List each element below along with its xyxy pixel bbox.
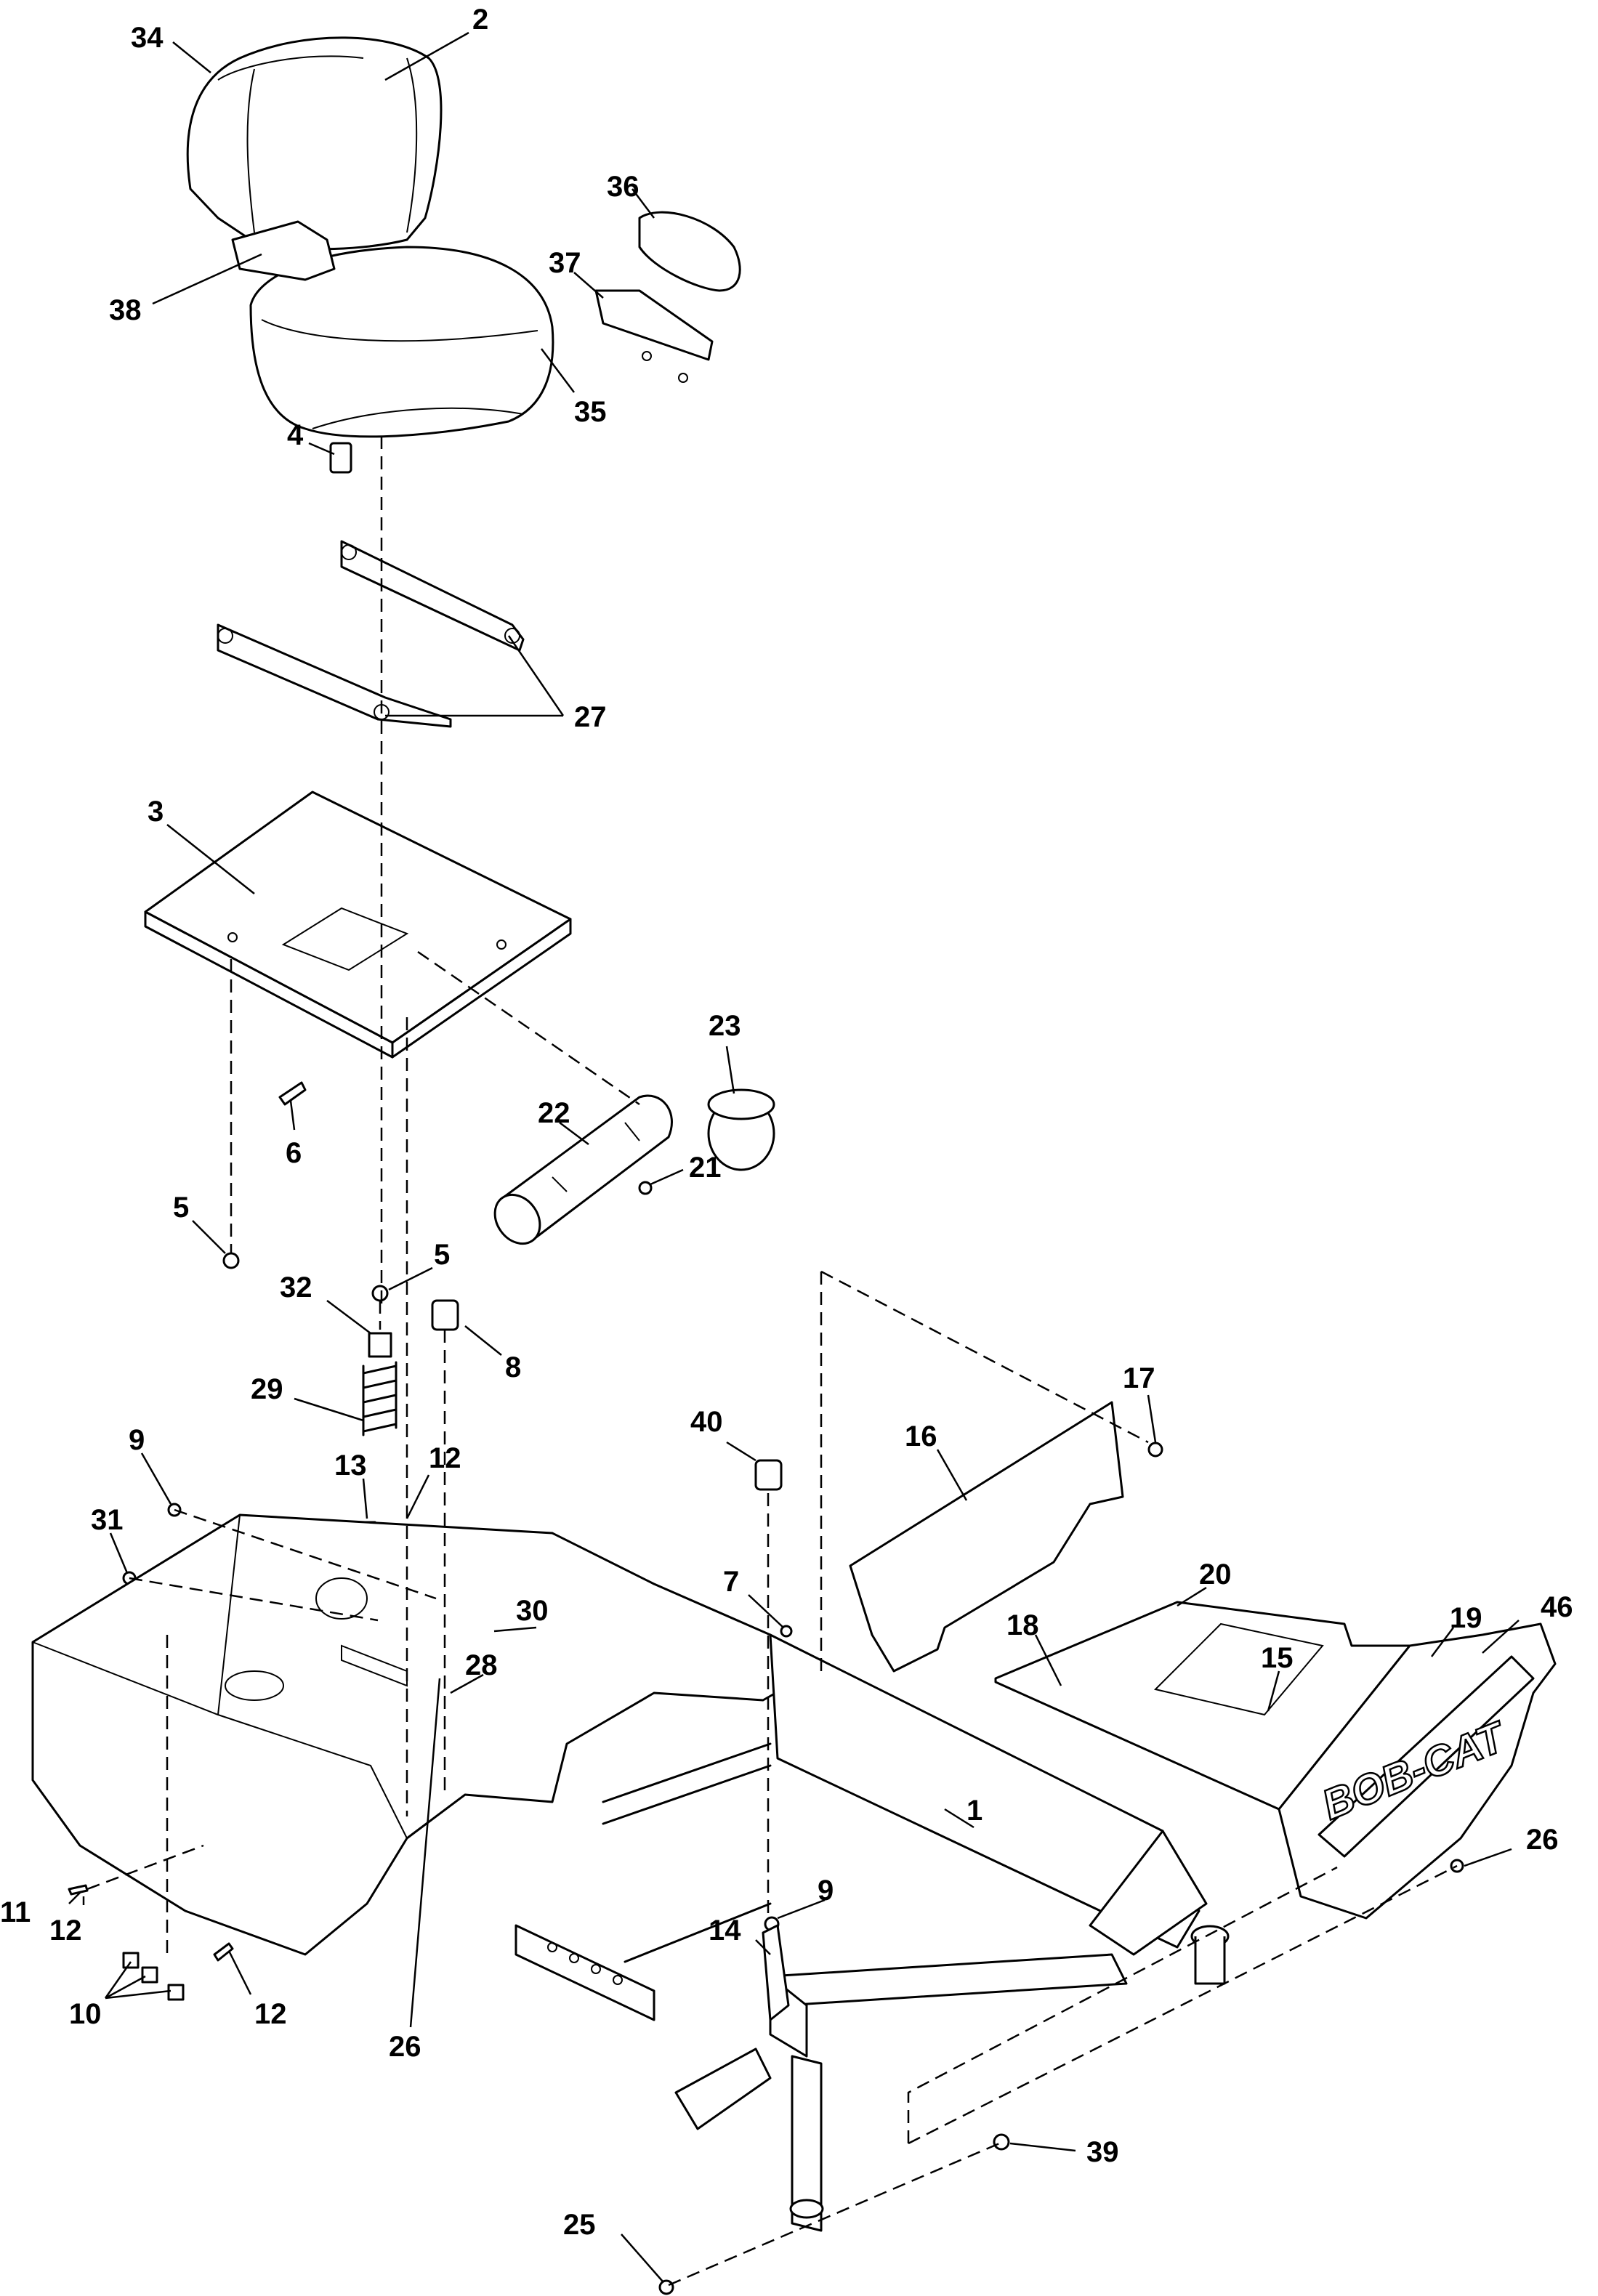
callout-46: 46 — [1541, 1591, 1573, 1623]
seat-assembly — [186, 36, 741, 474]
callout-27: 27 — [574, 701, 607, 733]
callout-26b: 26 — [1526, 1824, 1559, 1856]
callout-23: 23 — [709, 1010, 741, 1042]
callout-8: 8 — [505, 1351, 521, 1383]
callout-12c: 12 — [254, 1998, 287, 2030]
callout-25: 25 — [563, 2209, 596, 2241]
callout-35: 35 — [574, 396, 607, 428]
bumper-8 — [431, 1299, 459, 1331]
screw-11 — [68, 1884, 89, 1896]
callout-5b: 5 — [434, 1239, 450, 1271]
callout-26a: 26 — [389, 2031, 421, 2063]
hinge-pin — [278, 1081, 307, 1106]
callout-11: 11 — [0, 1896, 31, 1928]
callout-30: 30 — [516, 1595, 549, 1627]
callout-1: 1 — [967, 1795, 982, 1827]
washer-39 — [993, 2133, 1010, 2151]
callout-32: 32 — [280, 1272, 312, 1303]
callout-17: 17 — [1123, 1362, 1155, 1394]
bumper-40 — [754, 1459, 783, 1491]
callout-13: 13 — [334, 1450, 367, 1482]
callout-40: 40 — [690, 1406, 723, 1438]
callout-38: 38 — [109, 294, 142, 326]
seat-slide-rails — [217, 540, 525, 728]
callout-3: 3 — [148, 796, 164, 828]
callout-20: 20 — [1199, 1559, 1232, 1590]
callout-39: 39 — [1086, 2136, 1119, 2168]
callout-18: 18 — [1006, 1609, 1039, 1641]
callout-21: 21 — [689, 1152, 722, 1184]
callout-12b: 12 — [49, 1915, 82, 1947]
callout-2: 2 — [472, 4, 488, 36]
callout-31: 31 — [91, 1504, 124, 1536]
callout-36: 36 — [607, 171, 639, 203]
callout-4: 4 — [287, 419, 304, 451]
callouts: 34 2 36 37 38 35 4 27 3 23 22 21 6 5 5 3… — [0, 4, 1573, 2282]
callout-7: 7 — [723, 1566, 739, 1598]
bolt-25 — [658, 2279, 674, 2295]
screw-7 — [780, 1625, 793, 1638]
callout-9a: 9 — [129, 1424, 145, 1456]
callout-19: 19 — [1450, 1602, 1482, 1634]
nut-17 — [1147, 1442, 1163, 1458]
canister — [493, 1088, 775, 1245]
callout-9b: 9 — [818, 1875, 834, 1907]
callout-6: 6 — [286, 1137, 302, 1169]
screw-21 — [638, 1181, 653, 1195]
callout-5a: 5 — [173, 1192, 189, 1224]
callout-12a: 12 — [429, 1442, 461, 1474]
callout-37: 37 — [549, 247, 581, 279]
callout-14: 14 — [709, 1915, 741, 1947]
callout-22: 22 — [538, 1097, 570, 1129]
callout-10: 10 — [69, 1998, 102, 2030]
seat-plate — [144, 791, 572, 1059]
callout-15: 15 — [1261, 1642, 1294, 1674]
callout-28: 28 — [465, 1649, 498, 1681]
spring — [362, 1332, 398, 1436]
floor-pan — [994, 1601, 1411, 1811]
bolt-12c — [213, 1942, 234, 1962]
assembly-lines — [86, 436, 1458, 2287]
nut-5a — [222, 1252, 240, 1269]
main-frame — [31, 1513, 1230, 2232]
panel-16 — [849, 1401, 1124, 1673]
callout-29: 29 — [251, 1373, 283, 1405]
callout-16: 16 — [905, 1420, 937, 1452]
callout-34: 34 — [131, 22, 164, 54]
nut-5b — [371, 1285, 389, 1302]
nuts-10 — [122, 1952, 185, 2001]
